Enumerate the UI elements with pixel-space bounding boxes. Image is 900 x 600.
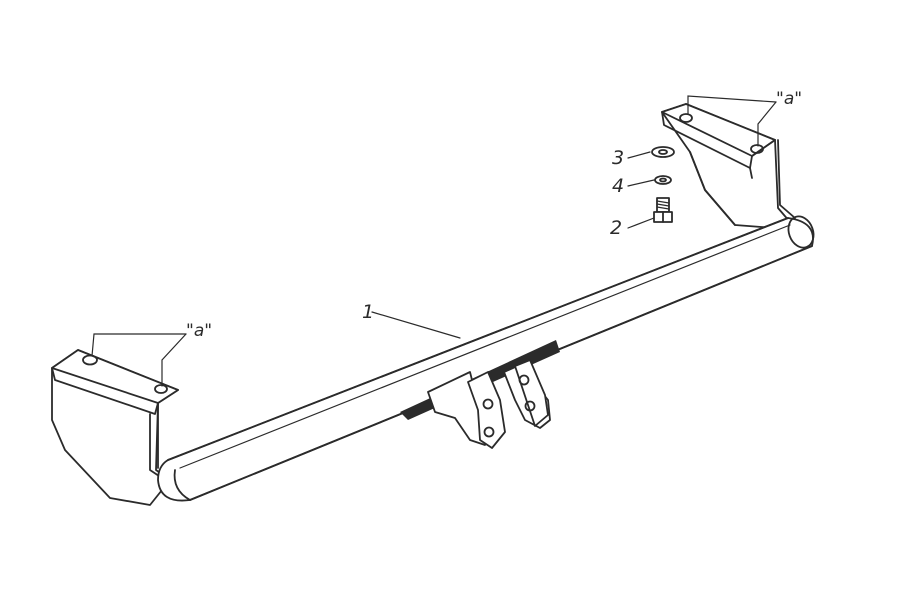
label-mount-a-left: "a"	[186, 321, 212, 341]
right-mount-bracket	[661, 103, 796, 229]
left-mount-bracket	[51, 349, 179, 506]
leader-lines	[91, 95, 777, 387]
label-mount-a-right: "a"	[776, 89, 802, 109]
lock-washer-4	[654, 175, 672, 185]
label-part-2: 2	[610, 217, 622, 239]
bolt-2	[653, 197, 673, 223]
label-part-1: 1	[362, 301, 374, 323]
hitch-ball-mount	[400, 340, 560, 449]
cross-tube	[157, 215, 815, 502]
label-part-4: 4	[612, 175, 624, 197]
washer-3	[651, 146, 675, 158]
label-part-3: 3	[612, 147, 624, 169]
